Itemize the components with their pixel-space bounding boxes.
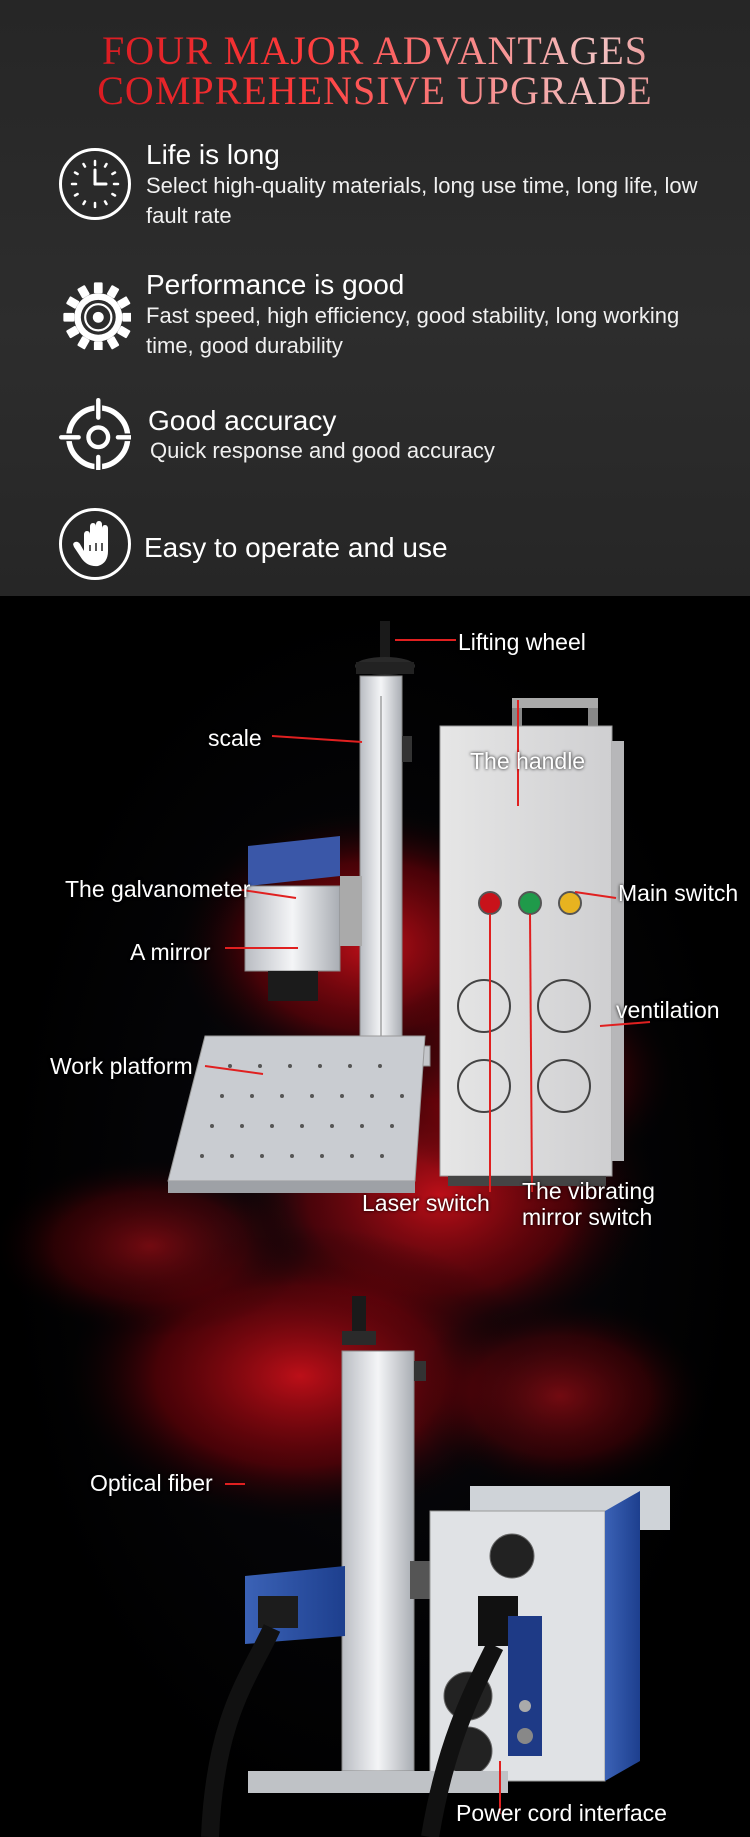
advantage-easy: Easy to operate and use bbox=[0, 508, 750, 588]
label-ventilation: ventilation bbox=[616, 997, 720, 1023]
label-optical-fiber: Optical fiber bbox=[90, 1470, 213, 1496]
machine-rear-view bbox=[201, 1296, 670, 1837]
label-laser-switch: Laser switch bbox=[362, 1190, 490, 1216]
label-vibrating-line-1: The vibrating bbox=[522, 1178, 655, 1204]
advantage-title: Life is long bbox=[146, 139, 280, 170]
machine-illustration bbox=[0, 621, 710, 1837]
machine-front-view bbox=[167, 621, 624, 1193]
clock-icon bbox=[59, 148, 131, 220]
label-main-switch: Main switch bbox=[618, 880, 739, 906]
advantage-life: Life is long Select high-quality materia… bbox=[0, 139, 750, 228]
advantages-panel: FOUR MAJOR ADVANTAGES COMPREHENSIVE UPGR… bbox=[0, 0, 750, 596]
leader-lines bbox=[204, 639, 651, 1814]
label-vibrating-line-2: mirror switch bbox=[522, 1204, 653, 1230]
advantage-title: Easy to operate and use bbox=[144, 532, 448, 563]
headline-line-1: FOUR MAJOR ADVANTAGES bbox=[0, 29, 750, 73]
advantage-desc: Select high-quality materials, long use … bbox=[146, 173, 698, 228]
gear-icon bbox=[59, 278, 131, 350]
advantage-accuracy: Good accuracy Quick response and good ac… bbox=[0, 398, 750, 478]
label-power-cord: Power cord interface bbox=[456, 1800, 667, 1826]
label-a-mirror: A mirror bbox=[130, 939, 211, 965]
label-scale: scale bbox=[208, 725, 262, 751]
advantage-desc: Fast speed, high efficiency, good stabil… bbox=[146, 303, 680, 358]
headline-line-2: COMPREHENSIVE UPGRADE bbox=[0, 69, 750, 113]
advantage-title: Good accuracy bbox=[148, 405, 337, 436]
advantage-desc: Quick response and good accuracy bbox=[150, 438, 495, 463]
label-the-handle: The handle bbox=[470, 748, 586, 774]
crosshair-icon bbox=[59, 398, 131, 470]
label-galvanometer: The galvanometer bbox=[65, 876, 251, 902]
machine-diagram: Lifting wheel scale The handle The galva… bbox=[0, 596, 750, 1837]
hand-icon bbox=[59, 508, 131, 580]
label-work-platform: Work platform bbox=[50, 1053, 193, 1079]
label-lifting-wheel: Lifting wheel bbox=[458, 629, 586, 655]
advantage-performance: Performance is good Fast speed, high eff… bbox=[0, 269, 750, 358]
advantage-title: Performance is good bbox=[146, 269, 405, 300]
